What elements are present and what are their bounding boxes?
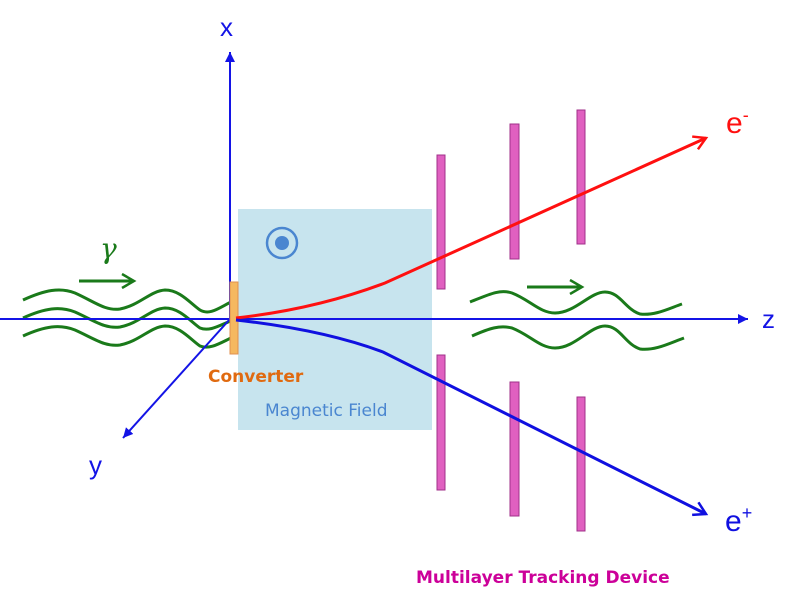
positron-track bbox=[235, 318, 706, 514]
y-axis-label: y bbox=[89, 450, 102, 480]
z-axis-label: z bbox=[762, 304, 775, 334]
tracker-plane-3-upper bbox=[576, 109, 586, 245]
field-out-of-page-icon bbox=[265, 226, 299, 260]
incoming-photon-wave-1 bbox=[22, 288, 234, 314]
incoming-photon-wave-2 bbox=[22, 306, 234, 331]
incoming-photon-waves bbox=[22, 288, 234, 349]
tracker-plane-1-upper bbox=[436, 154, 446, 290]
tracker-plane-2-lower bbox=[509, 381, 520, 517]
tracker-plane-2-upper bbox=[509, 123, 520, 260]
electron-track bbox=[235, 138, 706, 320]
electron-label: e- bbox=[726, 105, 749, 140]
x-axis-label: x bbox=[220, 12, 233, 42]
outgoing-photon-waves bbox=[469, 290, 685, 351]
tracker-plane-3-lower bbox=[576, 396, 586, 532]
outgoing-photon-wave-1 bbox=[469, 290, 683, 316]
y-axis bbox=[122, 318, 231, 439]
converter-label: Converter bbox=[208, 367, 304, 387]
tracker-plane-1-lower bbox=[436, 354, 446, 491]
incoming-photon-wave-3 bbox=[22, 324, 234, 349]
positron-label: e+ bbox=[725, 503, 752, 538]
magnetic-field-label: Magnetic Field bbox=[265, 401, 388, 421]
tracker-label: Multilayer Tracking Device bbox=[416, 568, 670, 588]
outgoing-photon-wave-2 bbox=[471, 324, 685, 351]
gamma-label: γ bbox=[100, 232, 117, 265]
